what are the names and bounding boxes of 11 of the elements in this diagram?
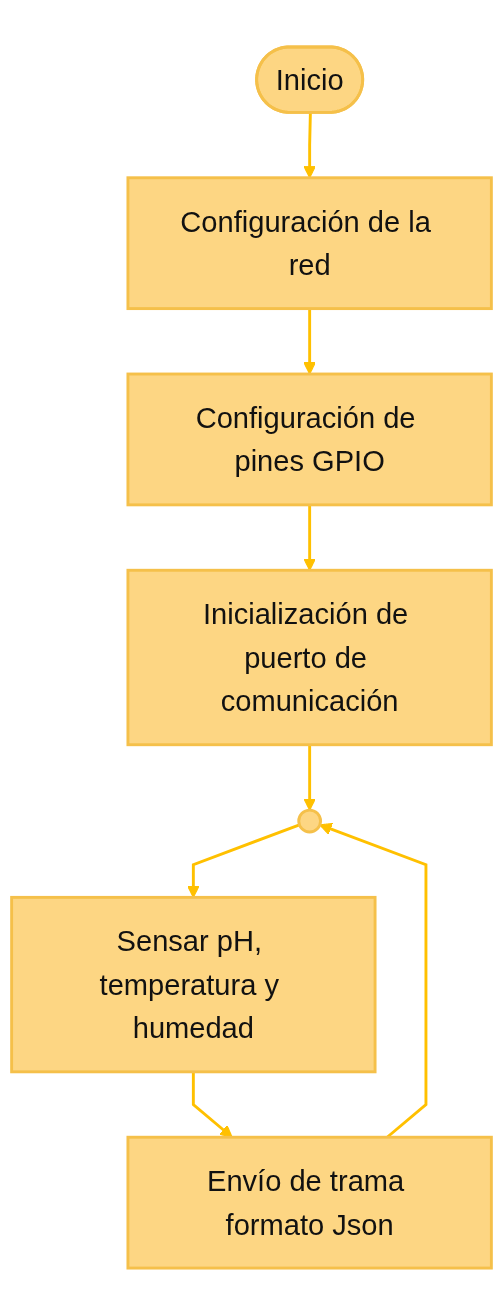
node-circle <box>297 808 322 834</box>
arrow <box>186 823 300 898</box>
node-box: Configuración de pines GPIO <box>126 372 493 507</box>
arrow <box>303 308 317 375</box>
arrow <box>303 504 317 571</box>
node-box: Sensar pH, temperatura y humedad <box>10 895 377 1074</box>
node-box: Envío de trama formato Json <box>126 1135 493 1270</box>
node-box: Configuración de la red <box>126 176 493 311</box>
node-box: Inicialización de puerto de comunicación <box>126 568 493 747</box>
arrow <box>191 1071 233 1138</box>
arrow <box>303 744 317 811</box>
